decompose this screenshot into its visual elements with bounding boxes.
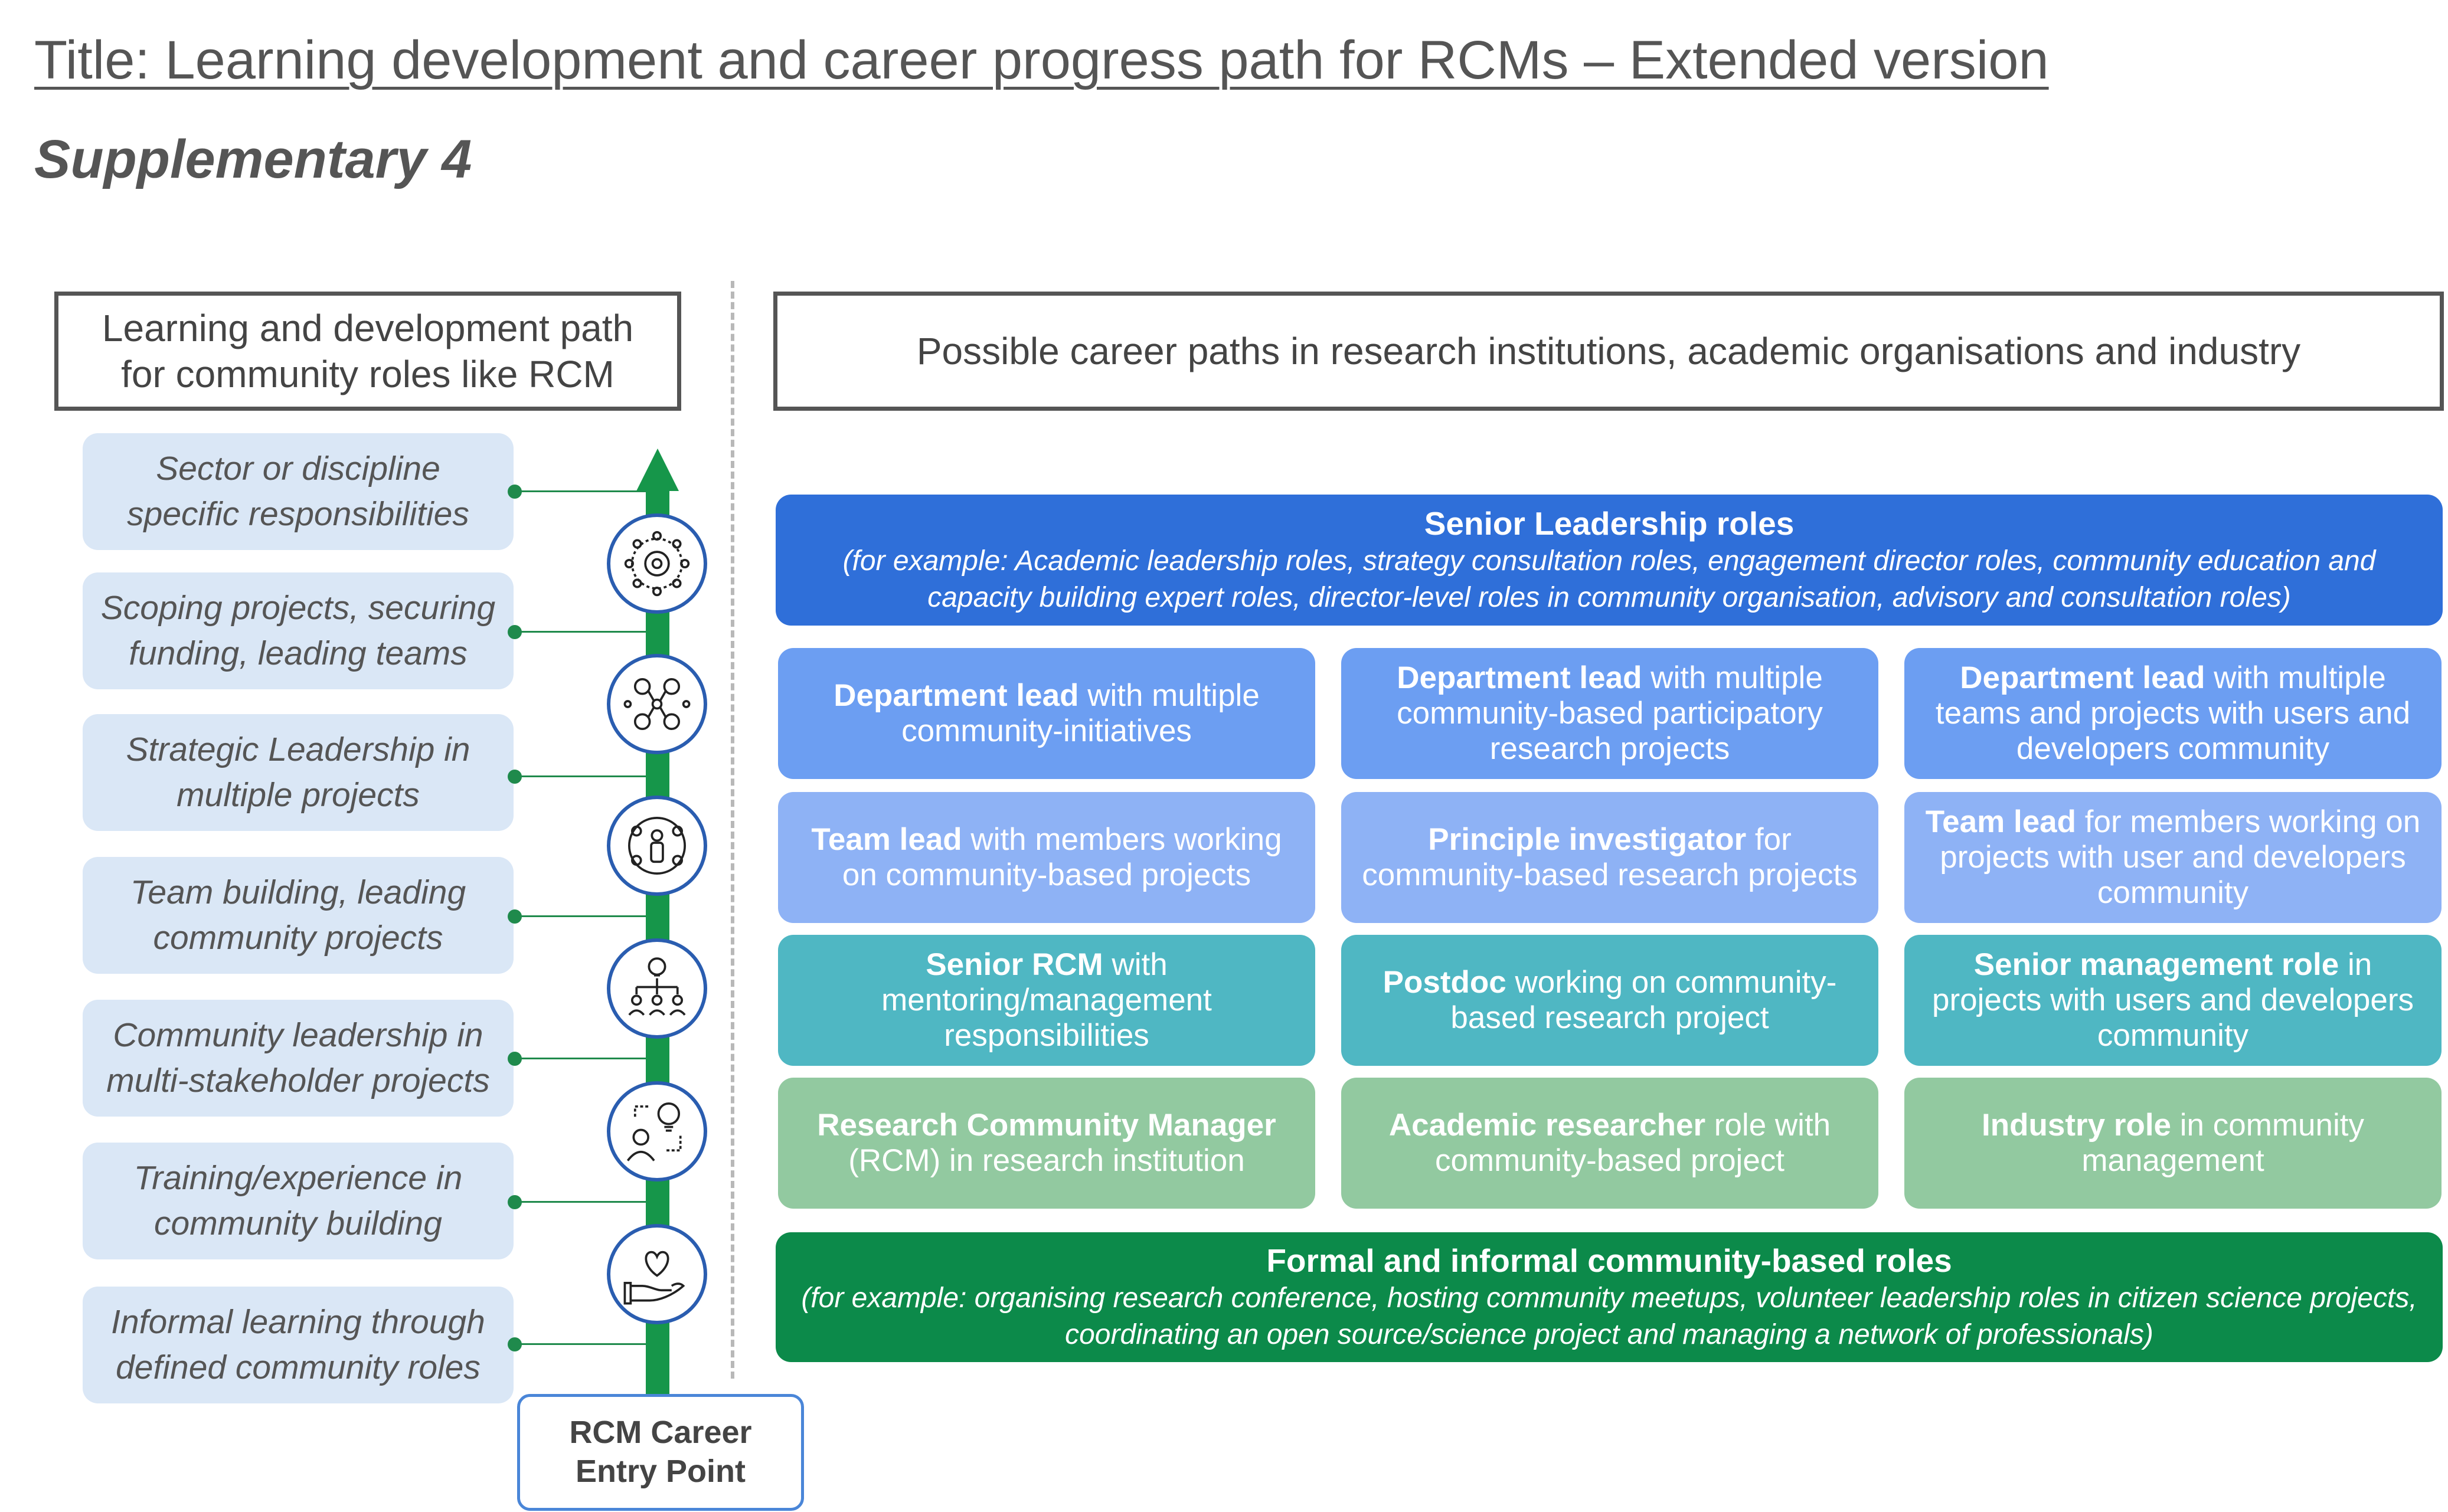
step-connector — [514, 1343, 661, 1345]
left-column-header: Learning and development path for commun… — [54, 292, 681, 411]
heart-hand-icon — [607, 1224, 707, 1324]
role-description: in projects with users and developers co… — [1931, 947, 2414, 1053]
formal-roles-examples: (for example: organising research confer… — [801, 1282, 2417, 1350]
connector-dot — [508, 909, 522, 924]
right-column-header: Possible career paths in research instit… — [773, 292, 2444, 411]
role-description: with multiple community-initiatives — [901, 678, 1260, 748]
role-description: with mentoring/management responsibiliti… — [881, 947, 1212, 1053]
learning-step-label: Informal learning through defined commun… — [111, 1303, 485, 1386]
role-description: in community management — [2081, 1108, 2364, 1178]
role-research-community-manager: Research Community Manager (RCM) in rese… — [778, 1078, 1315, 1209]
role-description: with multiple community-based participat… — [1397, 660, 1823, 766]
step-connector — [514, 775, 661, 777]
role-title: Senior RCM — [926, 947, 1103, 983]
role-title: Department lead — [834, 678, 1079, 714]
learning-step-5: Community leadership in multi-stakeholde… — [83, 1000, 514, 1117]
role-industry: Industry role in community management — [1904, 1078, 2442, 1209]
senior-leadership-title: Senior Leadership roles — [1424, 505, 1795, 542]
role-title: Principle investigator — [1428, 822, 1747, 858]
learning-step-label: Sector or discipline specific responsibi… — [127, 450, 469, 533]
role-senior-management: Senior management role in projects with … — [1904, 935, 2442, 1066]
role-title: Postdoc — [1382, 965, 1506, 1000]
role-academic-researcher: Academic researcher role with community-… — [1341, 1078, 1878, 1209]
role-description: with multiple teams and projects with us… — [1935, 660, 2411, 766]
role-postdoc: Postdoc working on community-based resea… — [1341, 935, 1878, 1066]
step-connector — [514, 1201, 661, 1203]
learning-step-label: Community leadership in multi-stakeholde… — [106, 1016, 490, 1099]
learning-step-label: Scoping projects, securing funding, lead… — [100, 589, 496, 672]
person-idea-icon — [607, 1081, 707, 1182]
step-connector — [514, 1058, 661, 1059]
page-subtitle: Supplementary 4 — [34, 129, 472, 189]
step-connector — [514, 490, 661, 492]
connector-dot — [508, 485, 522, 499]
step-connector — [514, 915, 661, 917]
right-header-text: Possible career paths in research instit… — [916, 329, 2301, 372]
connector-dot — [508, 1195, 522, 1209]
role-title: Team lead — [1925, 804, 2077, 840]
column-divider — [731, 281, 734, 1379]
connector-dot — [508, 1337, 522, 1351]
learning-step-label: Strategic Leadership in multiple project… — [126, 731, 470, 814]
team-circle-icon — [607, 796, 707, 896]
senior-leadership-box: Senior Leadership roles (for example: Ac… — [776, 495, 2443, 626]
learning-step-label: Training/experience in community buildin… — [133, 1159, 463, 1242]
org-chart-idea-icon — [607, 938, 707, 1039]
role-title: Industry role — [1982, 1108, 2172, 1143]
learning-step-4: Team building, leading community project… — [83, 857, 514, 974]
entry-point-label: RCM Career Entry Point — [569, 1415, 752, 1489]
progress-arrow-head — [636, 449, 679, 491]
role-department-lead-community: Department lead with multiple community-… — [778, 648, 1315, 779]
learning-step-1: Sector or discipline specific responsibi… — [83, 433, 514, 550]
role-description: working on community-based research proj… — [1450, 965, 1837, 1035]
page-title: Title: Learning development and career p… — [34, 30, 2049, 90]
left-header-text: Learning and development path for commun… — [102, 306, 634, 395]
step-connector — [514, 631, 661, 633]
role-title: Department lead — [1960, 660, 2205, 696]
role-description: (RCM) in research institution — [848, 1143, 1245, 1178]
connector-dot — [508, 1052, 522, 1066]
people-network-icon — [607, 654, 707, 754]
role-senior-rcm: Senior RCM with mentoring/management res… — [778, 935, 1315, 1066]
network-gear-icon — [607, 513, 707, 614]
role-description: role with community-based project — [1434, 1108, 1831, 1178]
learning-step-6: Training/experience in community buildin… — [83, 1143, 514, 1259]
role-department-lead-research: Department lead with multiple community-… — [1341, 648, 1878, 779]
connector-dot — [508, 625, 522, 639]
learning-step-2: Scoping projects, securing funding, lead… — [83, 572, 514, 689]
formal-roles-title: Formal and informal community-based role… — [1266, 1242, 1952, 1279]
career-entry-point: RCM Career Entry Point — [517, 1394, 804, 1511]
learning-step-3: Strategic Leadership in multiple project… — [83, 714, 514, 831]
role-principal-investigator: Principle investigator for community-bas… — [1341, 792, 1878, 923]
role-title: Senior management role — [1973, 947, 2339, 983]
role-title: Team lead — [811, 822, 962, 858]
role-description: for members working on projects with use… — [1940, 804, 2421, 910]
role-title: Academic researcher — [1388, 1108, 1706, 1143]
role-department-lead-industry: Department lead with multiple teams and … — [1904, 648, 2442, 779]
learning-step-label: Team building, leading community project… — [130, 873, 466, 957]
senior-leadership-examples: (for example: Academic leadership roles,… — [842, 545, 2376, 613]
formal-informal-roles-box: Formal and informal community-based role… — [776, 1232, 2443, 1362]
role-description: with members working on community-based … — [842, 822, 1282, 892]
role-description: for community-based research projects — [1362, 822, 1858, 892]
role-title: Department lead — [1397, 660, 1642, 696]
role-title: Research Community Manager — [817, 1108, 1276, 1143]
connector-dot — [508, 770, 522, 784]
learning-step-7: Informal learning through defined commun… — [83, 1287, 514, 1403]
role-team-lead-industry: Team lead for members working on project… — [1904, 792, 2442, 923]
role-team-lead-community: Team lead with members working on commun… — [778, 792, 1315, 923]
